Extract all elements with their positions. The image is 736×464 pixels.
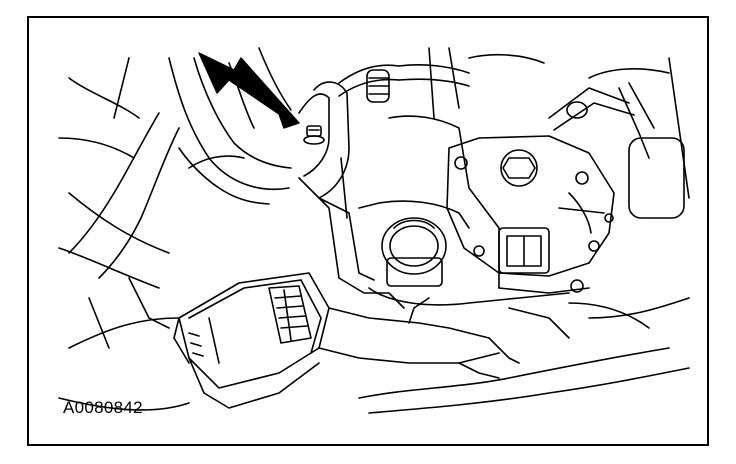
range-sensor <box>447 136 614 276</box>
diagram-frame: A0080842 <box>27 16 709 446</box>
lower-body-outline <box>59 278 689 413</box>
pipe-bracket <box>299 65 469 308</box>
arrow-icon <box>199 53 299 128</box>
figure-id-label: A0080842 <box>63 398 143 417</box>
connector-pins <box>269 286 311 343</box>
shift-linkage <box>429 48 689 218</box>
bolt <box>304 126 324 144</box>
engine-bay-line-drawing <box>29 18 709 446</box>
transmission-housing <box>359 116 649 328</box>
connector-wiring <box>319 298 519 378</box>
electrical-connector <box>174 273 329 408</box>
